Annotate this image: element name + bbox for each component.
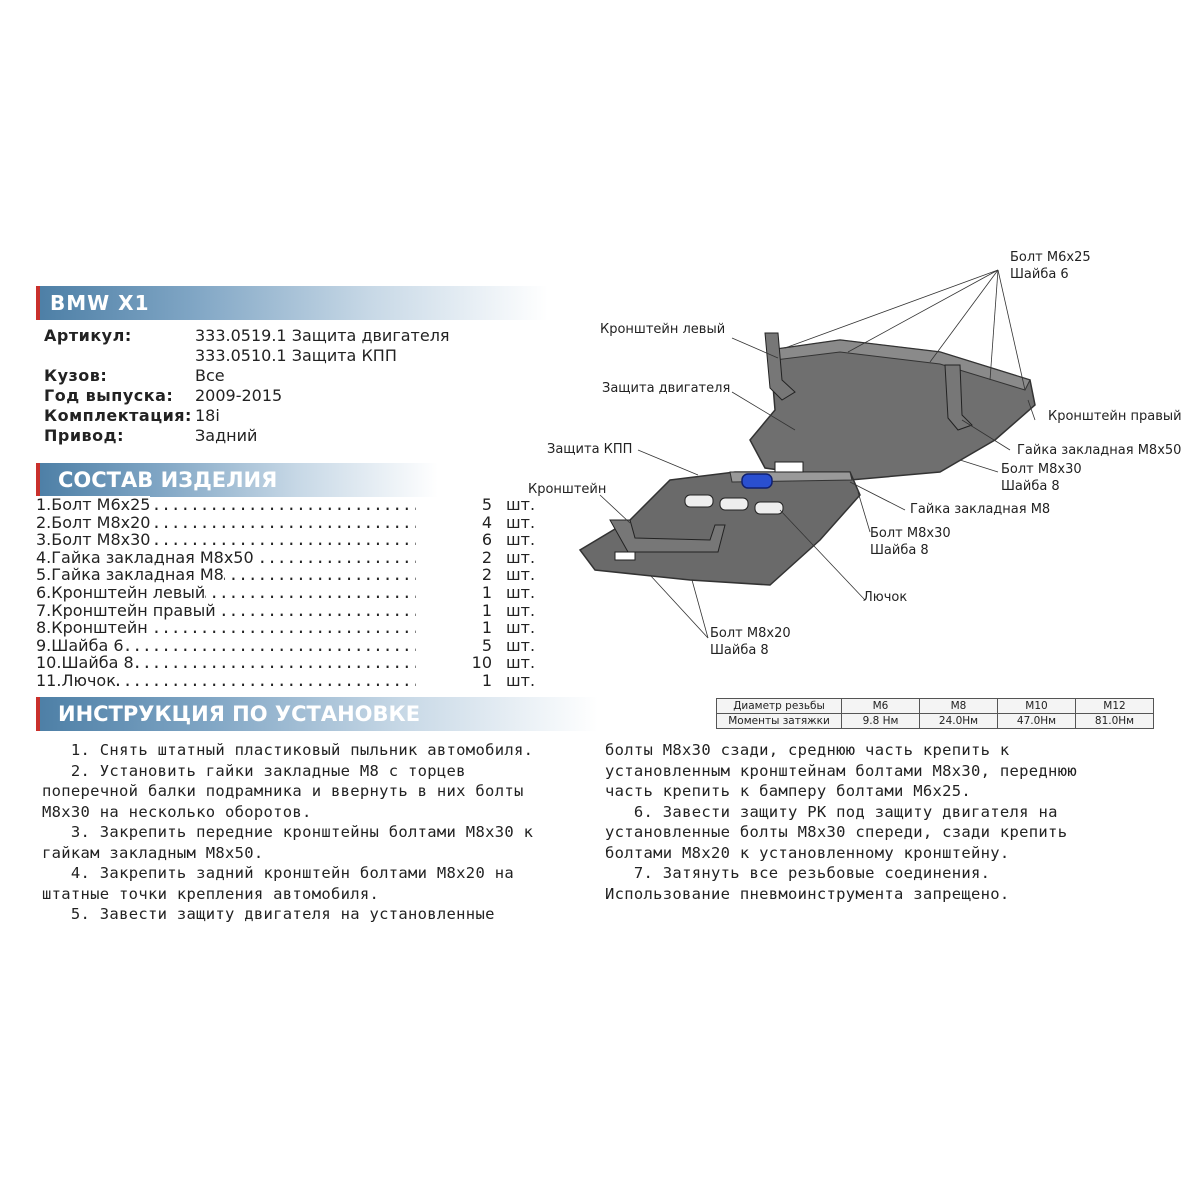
torque-size: M6 [841, 698, 920, 714]
part-name: 11.Лючок [36, 670, 116, 690]
part-unit: шт. [506, 565, 536, 585]
parts-row: ........................................… [36, 635, 535, 655]
part-qty: 5 [481, 635, 492, 655]
parts-header: СОСТАВ ИЗДЕЛИЯ [36, 463, 438, 497]
label-nut-m8: Гайка закладная М8 [910, 502, 1051, 517]
torque-label: Диаметр резьбы [716, 698, 842, 714]
label-washer-6: Шайба 6 [1010, 267, 1069, 282]
torque-size: M10 [997, 698, 1076, 714]
info-key: Комплектация: [44, 406, 192, 425]
part-unit: шт. [506, 618, 536, 638]
instructions-header: ИНСТРУКЦИЯ ПО УСТАНОВКЕ [36, 697, 598, 731]
label-washer-8-bottom: Шайба 8 [710, 643, 769, 658]
diagram-svg [578, 269, 1036, 639]
part-unit: шт. [506, 530, 536, 550]
parts-row: ........................................… [36, 495, 535, 514]
torque-value: 81.0Нм [1075, 713, 1154, 729]
torque-size: M12 [1075, 698, 1154, 714]
parts-list: ........................................… [36, 495, 535, 690]
label-nut-m8x50: Гайка закладная М8х50 [1017, 443, 1182, 458]
engine-guard-plate [749, 339, 1036, 481]
torque-table: Диаметр резьбы M6 M8 M10 M12 Моменты зат… [716, 698, 1154, 729]
bracket-rear [609, 519, 726, 553]
parts-row: ........................................… [36, 565, 535, 585]
label-bracket: Кронштейн [528, 482, 607, 497]
part-qty: 2 [481, 565, 492, 585]
part-qty: 1 [481, 670, 492, 690]
part-unit: шт. [506, 600, 536, 620]
torque-value: 24.0Нм [919, 713, 998, 729]
hatch-part [741, 473, 773, 489]
torque-value: 9.8 Нм [841, 713, 920, 729]
part-name: 4.Гайка закладная М8х50 [36, 547, 254, 567]
part-name: 2.Болт М8х20 [36, 512, 151, 532]
part-name: 5.Гайка закладная М8 [36, 565, 224, 585]
label-washer-8-right: Шайба 8 [1001, 479, 1060, 494]
label-bolt-m8x30-right: Болт М8х30 [1001, 462, 1082, 477]
parts-row: ........................................… [36, 530, 535, 550]
dot-leader: ........................................… [36, 671, 416, 690]
part-name: 9.Шайба 6 [36, 635, 124, 655]
info-value: Задний [195, 426, 258, 445]
torque-size: M8 [919, 698, 998, 714]
instructions-right: болты М8х30 сзади, среднюю часть крепить… [605, 741, 1077, 903]
part-unit: шт. [506, 670, 536, 690]
part-qty: 4 [481, 512, 492, 532]
torque-row-values: Моменты затяжки 9.8 Нм 24.0Нм 47.0Нм 81.… [716, 713, 1154, 729]
part-qty: 2 [481, 547, 492, 567]
info-value: 2009-2015 [195, 386, 283, 405]
part-name: 7.Кронштейн правый [36, 600, 216, 620]
instructions-left: 1. Снять штатный пластиковый пыльник авт… [42, 741, 534, 923]
part-qty: 1 [481, 618, 492, 638]
torque-value: 47.0Нм [997, 713, 1076, 729]
label-bracket-right: Кронштейн правый [1048, 409, 1182, 424]
parts-row: ........................................… [36, 653, 535, 673]
part-unit: шт. [506, 653, 536, 673]
part-qty: 6 [481, 530, 492, 550]
label-kpp-guard: Защита КПП [547, 442, 633, 457]
part-qty: 1 [481, 582, 492, 602]
dot-leader: ........................................… [36, 636, 416, 655]
bracket-left [764, 332, 796, 401]
parts-row: ........................................… [36, 547, 535, 567]
assembly-diagram: Болт М6х25 Шайба 6 Кронштейн левый Защит… [520, 240, 1200, 680]
label-engine-guard: Защита двигателя [602, 381, 731, 396]
parts-row: ........................................… [36, 670, 535, 690]
info-value: Все [195, 366, 225, 385]
label-hatch: Лючок [863, 590, 908, 605]
part-name: 10.Шайба 8 [36, 653, 134, 673]
info-key: Год выпуска: [44, 386, 174, 405]
part-qty: 1 [481, 600, 492, 620]
part-name: 8.Кронштейн [36, 618, 148, 638]
part-unit: шт. [506, 512, 536, 532]
part-name: 1.Болт М6х25 [36, 495, 151, 514]
info-value: 333.0519.1 Защита двигателя [195, 326, 450, 345]
parts-row: ........................................… [36, 512, 535, 532]
part-qty: 10 [471, 653, 492, 673]
label-washer-8-center: Шайба 8 [870, 543, 929, 558]
parts-row: ........................................… [36, 600, 535, 620]
info-key: Артикул: [44, 326, 132, 345]
torque-label: Моменты затяжки [716, 713, 842, 729]
label-bolt-m6x25: Болт М6х25 [1010, 250, 1091, 265]
parts-row: ........................................… [36, 582, 535, 602]
part-unit: шт. [506, 547, 536, 567]
info-value: 18i [195, 406, 220, 425]
part-name: 3.Болт М8х30 [36, 530, 151, 550]
page-title: BMW X1 [36, 286, 548, 320]
part-unit: шт. [506, 582, 536, 602]
label-bracket-left: Кронштейн левый [600, 322, 726, 337]
info-key: Кузов: [44, 366, 108, 385]
bracket-right [944, 364, 973, 431]
info-value: 333.0510.1 Защита КПП [195, 346, 397, 365]
part-unit: шт. [506, 495, 536, 514]
part-unit: шт. [506, 635, 536, 655]
label-bolt-m8x30-center: Болт М8х30 [870, 526, 951, 541]
part-qty: 5 [481, 495, 492, 514]
info-key: Привод: [44, 426, 124, 445]
parts-row: ........................................… [36, 618, 535, 638]
part-name: 6.Кронштейн левый [36, 582, 206, 602]
torque-row-sizes: Диаметр резьбы M6 M8 M10 M12 [716, 698, 1154, 714]
label-bolt-m8x20: Болт М8х20 [710, 626, 791, 641]
